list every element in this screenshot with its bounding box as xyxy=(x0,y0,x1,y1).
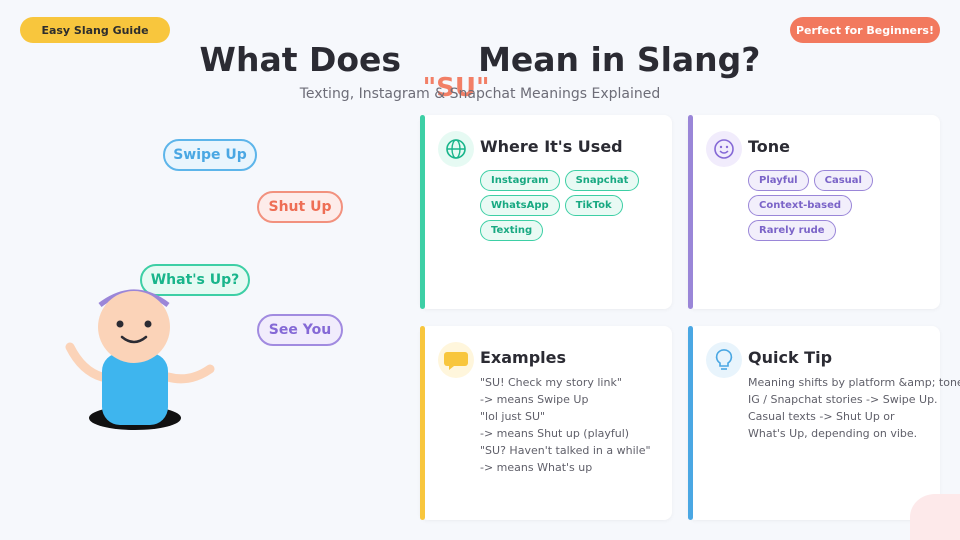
bubble-shut-up: Shut Up xyxy=(257,191,343,223)
bubble-see-you: See You xyxy=(257,314,343,346)
card-accent-bar xyxy=(420,326,425,520)
tip-line: Meaning shifts by platform &amp; tone xyxy=(748,376,960,389)
example-line: -> means What's up xyxy=(480,461,593,474)
badge-right-label: Perfect for Beginners! xyxy=(796,23,934,37)
tag-casual: Casual xyxy=(813,170,873,191)
globe-icon xyxy=(438,131,474,167)
card-accent-bar xyxy=(688,115,693,309)
card-quick-tip: Quick Tip Meaning shifts by platform &am… xyxy=(688,326,960,520)
easy-slang-guide-badge: Easy Slang Guide xyxy=(20,17,170,43)
card-tone: Tone Playful Casual Context-based Rarely… xyxy=(688,115,940,309)
title-after: Mean in Slang? xyxy=(478,40,761,79)
person-right-arm xyxy=(163,364,215,384)
person-smile xyxy=(120,335,148,344)
card-title: Tone xyxy=(748,137,791,156)
chat-bubble-icon xyxy=(438,342,474,378)
card-accent-bar xyxy=(688,326,693,520)
tag-texting: Texting xyxy=(480,220,544,241)
bubble-whats-up: What's Up? xyxy=(140,264,250,296)
tag-tiktok: TikTok xyxy=(564,195,623,216)
example-line: "SU? Haven't talked in a while" xyxy=(480,444,651,457)
page-subtitle: Texting, Instagram & Snapchat Meanings E… xyxy=(299,86,661,102)
title-before: What Does xyxy=(199,40,402,79)
smiley-icon xyxy=(706,131,742,167)
tag-whatsapp: WhatsApp xyxy=(480,195,560,216)
example-line: "lol just SU" xyxy=(480,410,546,423)
example-line: -> means Swipe Up xyxy=(480,393,589,406)
person-left-arm xyxy=(65,342,107,382)
bubble-swipe-up: Swipe Up xyxy=(163,139,257,171)
badge-left-label: Easy Slang Guide xyxy=(41,23,149,37)
tag-context-based: Context-based xyxy=(748,195,853,216)
tag-instagram: Instagram xyxy=(480,170,560,191)
person-left-eye xyxy=(116,320,124,328)
person-head xyxy=(98,291,170,363)
card-accent-bar xyxy=(420,115,425,309)
card-where-its-used: Where It's Used Instagram Snapchat Whats… xyxy=(420,115,672,309)
person-illustration xyxy=(65,289,215,430)
page-title: What Does "SU" Mean in Slang? xyxy=(0,40,960,103)
tone-tags: Playful Casual Context-based Rarely rude xyxy=(748,170,934,241)
tip-line: Casual texts -> Shut Up or xyxy=(748,410,895,423)
examples-text: "SU! Check my story link" -> means Swipe … xyxy=(480,374,651,476)
tag-playful: Playful xyxy=(748,170,809,191)
tip-line: What's Up, depending on vibe. xyxy=(748,427,918,440)
lightbulb-icon xyxy=(706,342,742,378)
tip-line: IG / Snapchat stories -> Swipe Up. xyxy=(748,393,938,406)
platform-tags: Instagram Snapchat WhatsApp TikTok Texti… xyxy=(480,170,666,241)
beginners-badge: Perfect for Beginners! xyxy=(790,17,940,43)
card-title: Quick Tip xyxy=(748,348,833,367)
person-body xyxy=(102,353,168,425)
person-right-eye xyxy=(144,320,152,328)
tag-rarely-rude: Rarely rude xyxy=(748,220,836,241)
example-line: "SU! Check my story link" xyxy=(480,376,622,389)
card-title: Examples xyxy=(480,348,567,367)
corner-decoration xyxy=(910,494,960,540)
card-examples: Examples "SU! Check my story link" -> mea… xyxy=(420,326,672,520)
title-slang-word: "SU" xyxy=(422,73,490,103)
tip-text: Meaning shifts by platform &amp; tone IG … xyxy=(748,374,960,442)
tag-snapchat: Snapchat xyxy=(564,170,640,191)
example-line: -> means Shut up (playful) xyxy=(480,427,630,440)
card-title: Where It's Used xyxy=(480,137,623,156)
